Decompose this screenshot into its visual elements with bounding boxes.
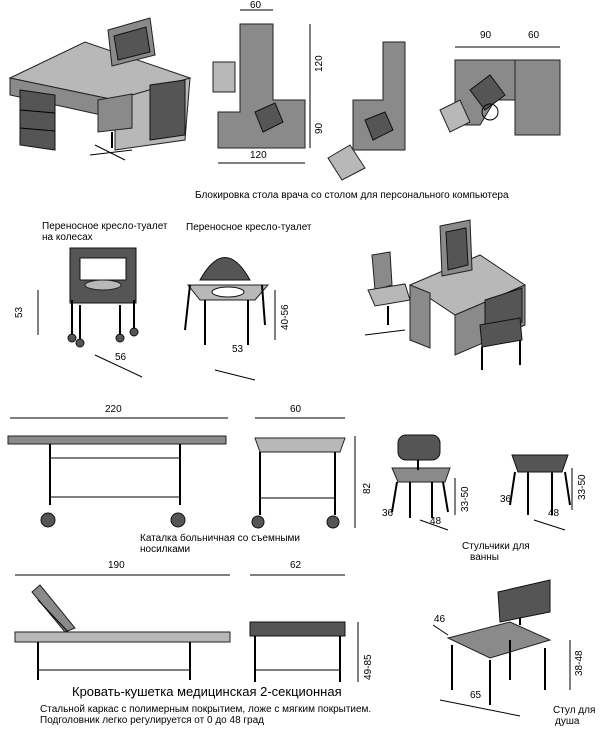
gurney-caption-line1: Каталка больничная со съемными xyxy=(140,533,300,544)
bed-title: Кровать-кушетка медицинская 2-секционная xyxy=(72,684,342,699)
portable-commode-height-label: 40-56 xyxy=(280,304,291,330)
bed-description-line1: Стальной каркас с полимерным покрытием, … xyxy=(40,704,372,715)
stools-caption-line1: Стульчики для xyxy=(462,541,530,552)
gurney-width-label: 60 xyxy=(290,404,302,415)
medical-bed-side-view xyxy=(14,574,231,680)
portable-commode-title: Переносное кресло-туалет xyxy=(186,222,312,233)
shower-chair-caption-line1: Стул для xyxy=(553,705,596,716)
stool2-height-label: 33-50 xyxy=(577,474,588,500)
gurney-end-view xyxy=(251,417,356,529)
wheeled-commode-title-line1: Переносное кресло-туалет xyxy=(42,221,168,232)
desk-plan-2 xyxy=(327,41,406,181)
section1-caption: Блокировка стола врача со столом для пер… xyxy=(195,190,509,201)
plan1-bottom-width-label: 120 xyxy=(250,150,267,161)
desk-plan-3 xyxy=(439,46,561,136)
gurney-caption-line2: носилками xyxy=(140,544,191,555)
portable-commode-width-label: 53 xyxy=(232,344,244,355)
stool2-depth-label: 36 xyxy=(500,494,512,505)
bed-length-label: 190 xyxy=(108,560,125,571)
gurney-length-label: 220 xyxy=(105,404,122,415)
bed-width-label: 62 xyxy=(290,560,302,571)
wheeled-commode-chair xyxy=(37,247,143,378)
medical-bed-end-view xyxy=(249,574,359,682)
bath-stool-with-back xyxy=(391,434,456,531)
stool1-depth-label: 36 xyxy=(382,508,394,519)
shower-chair xyxy=(432,579,571,717)
plan1-top-width-label: 60 xyxy=(250,0,262,11)
shower-chair-height-label: 38-48 xyxy=(574,650,585,676)
bath-stool-without-back xyxy=(509,454,573,531)
plan3-left-width-label: 90 xyxy=(480,30,492,41)
desk-plan-1 xyxy=(212,9,311,164)
corner-desk-illustration xyxy=(8,17,192,161)
plan1-mid-length-label: 90 xyxy=(314,122,325,134)
plan3-right-width-label: 60 xyxy=(528,30,540,41)
plan1-right-length-label: 120 xyxy=(314,55,325,72)
wheeled-commode-height-label: 53 xyxy=(14,306,25,318)
bed-description-line2: Подголовник легко регулируется от 0 до 4… xyxy=(40,715,265,726)
stool1-height-label: 33-50 xyxy=(460,486,471,512)
shower-chair-depth-label: 46 xyxy=(434,614,446,625)
gurney-side-view xyxy=(7,417,228,528)
shower-chair-width-label: 65 xyxy=(470,690,482,701)
wheeled-commode-width-label: 56 xyxy=(115,352,127,363)
wheeled-commode-title-line2: на колесах xyxy=(42,232,93,243)
stools-caption-line2: ванны xyxy=(470,552,499,563)
portable-commode-chair xyxy=(184,257,276,381)
shower-chair-caption-line2: душа xyxy=(555,716,580,727)
workstation-illustration xyxy=(364,219,527,370)
stool1-width-label: 48 xyxy=(430,516,442,527)
stool2-width-label: 48 xyxy=(548,508,560,519)
gurney-height-label: 82 xyxy=(362,482,373,494)
bed-height-label: 49-85 xyxy=(363,654,374,680)
